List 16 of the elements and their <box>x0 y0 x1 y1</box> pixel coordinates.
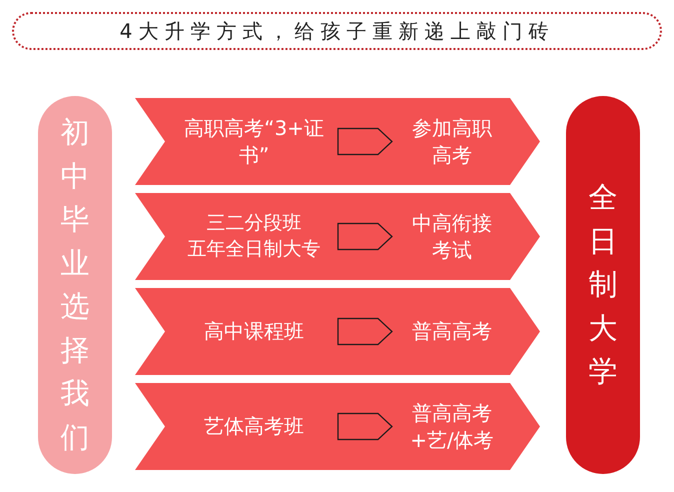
block-arrow <box>337 128 393 156</box>
band-text: 普高高考 <box>412 318 492 345</box>
band-text: 五年全日制大专 <box>188 236 320 262</box>
block-arrow <box>337 318 393 346</box>
vertical-label: 全日制大学 <box>588 179 618 390</box>
vertical-label: 初中毕业选择我们 <box>60 114 90 456</box>
band-text: 参加高职高考 <box>411 114 493 168</box>
band-text: 普高高考+艺/体考 <box>409 400 495 454</box>
block-arrow <box>337 222 393 250</box>
band-text: 艺体高考班 <box>204 413 304 440</box>
band-text: 中高衔接考试 <box>411 210 493 264</box>
band-text: 三二分段班 <box>206 210 302 236</box>
block-arrow <box>337 412 393 440</box>
title: 4大升学方式，给孩子重新递上敲门砖 <box>120 18 554 44</box>
band-text: 高中课程班 <box>204 318 304 345</box>
band-text: 高职高考“3+证书” <box>183 114 325 168</box>
